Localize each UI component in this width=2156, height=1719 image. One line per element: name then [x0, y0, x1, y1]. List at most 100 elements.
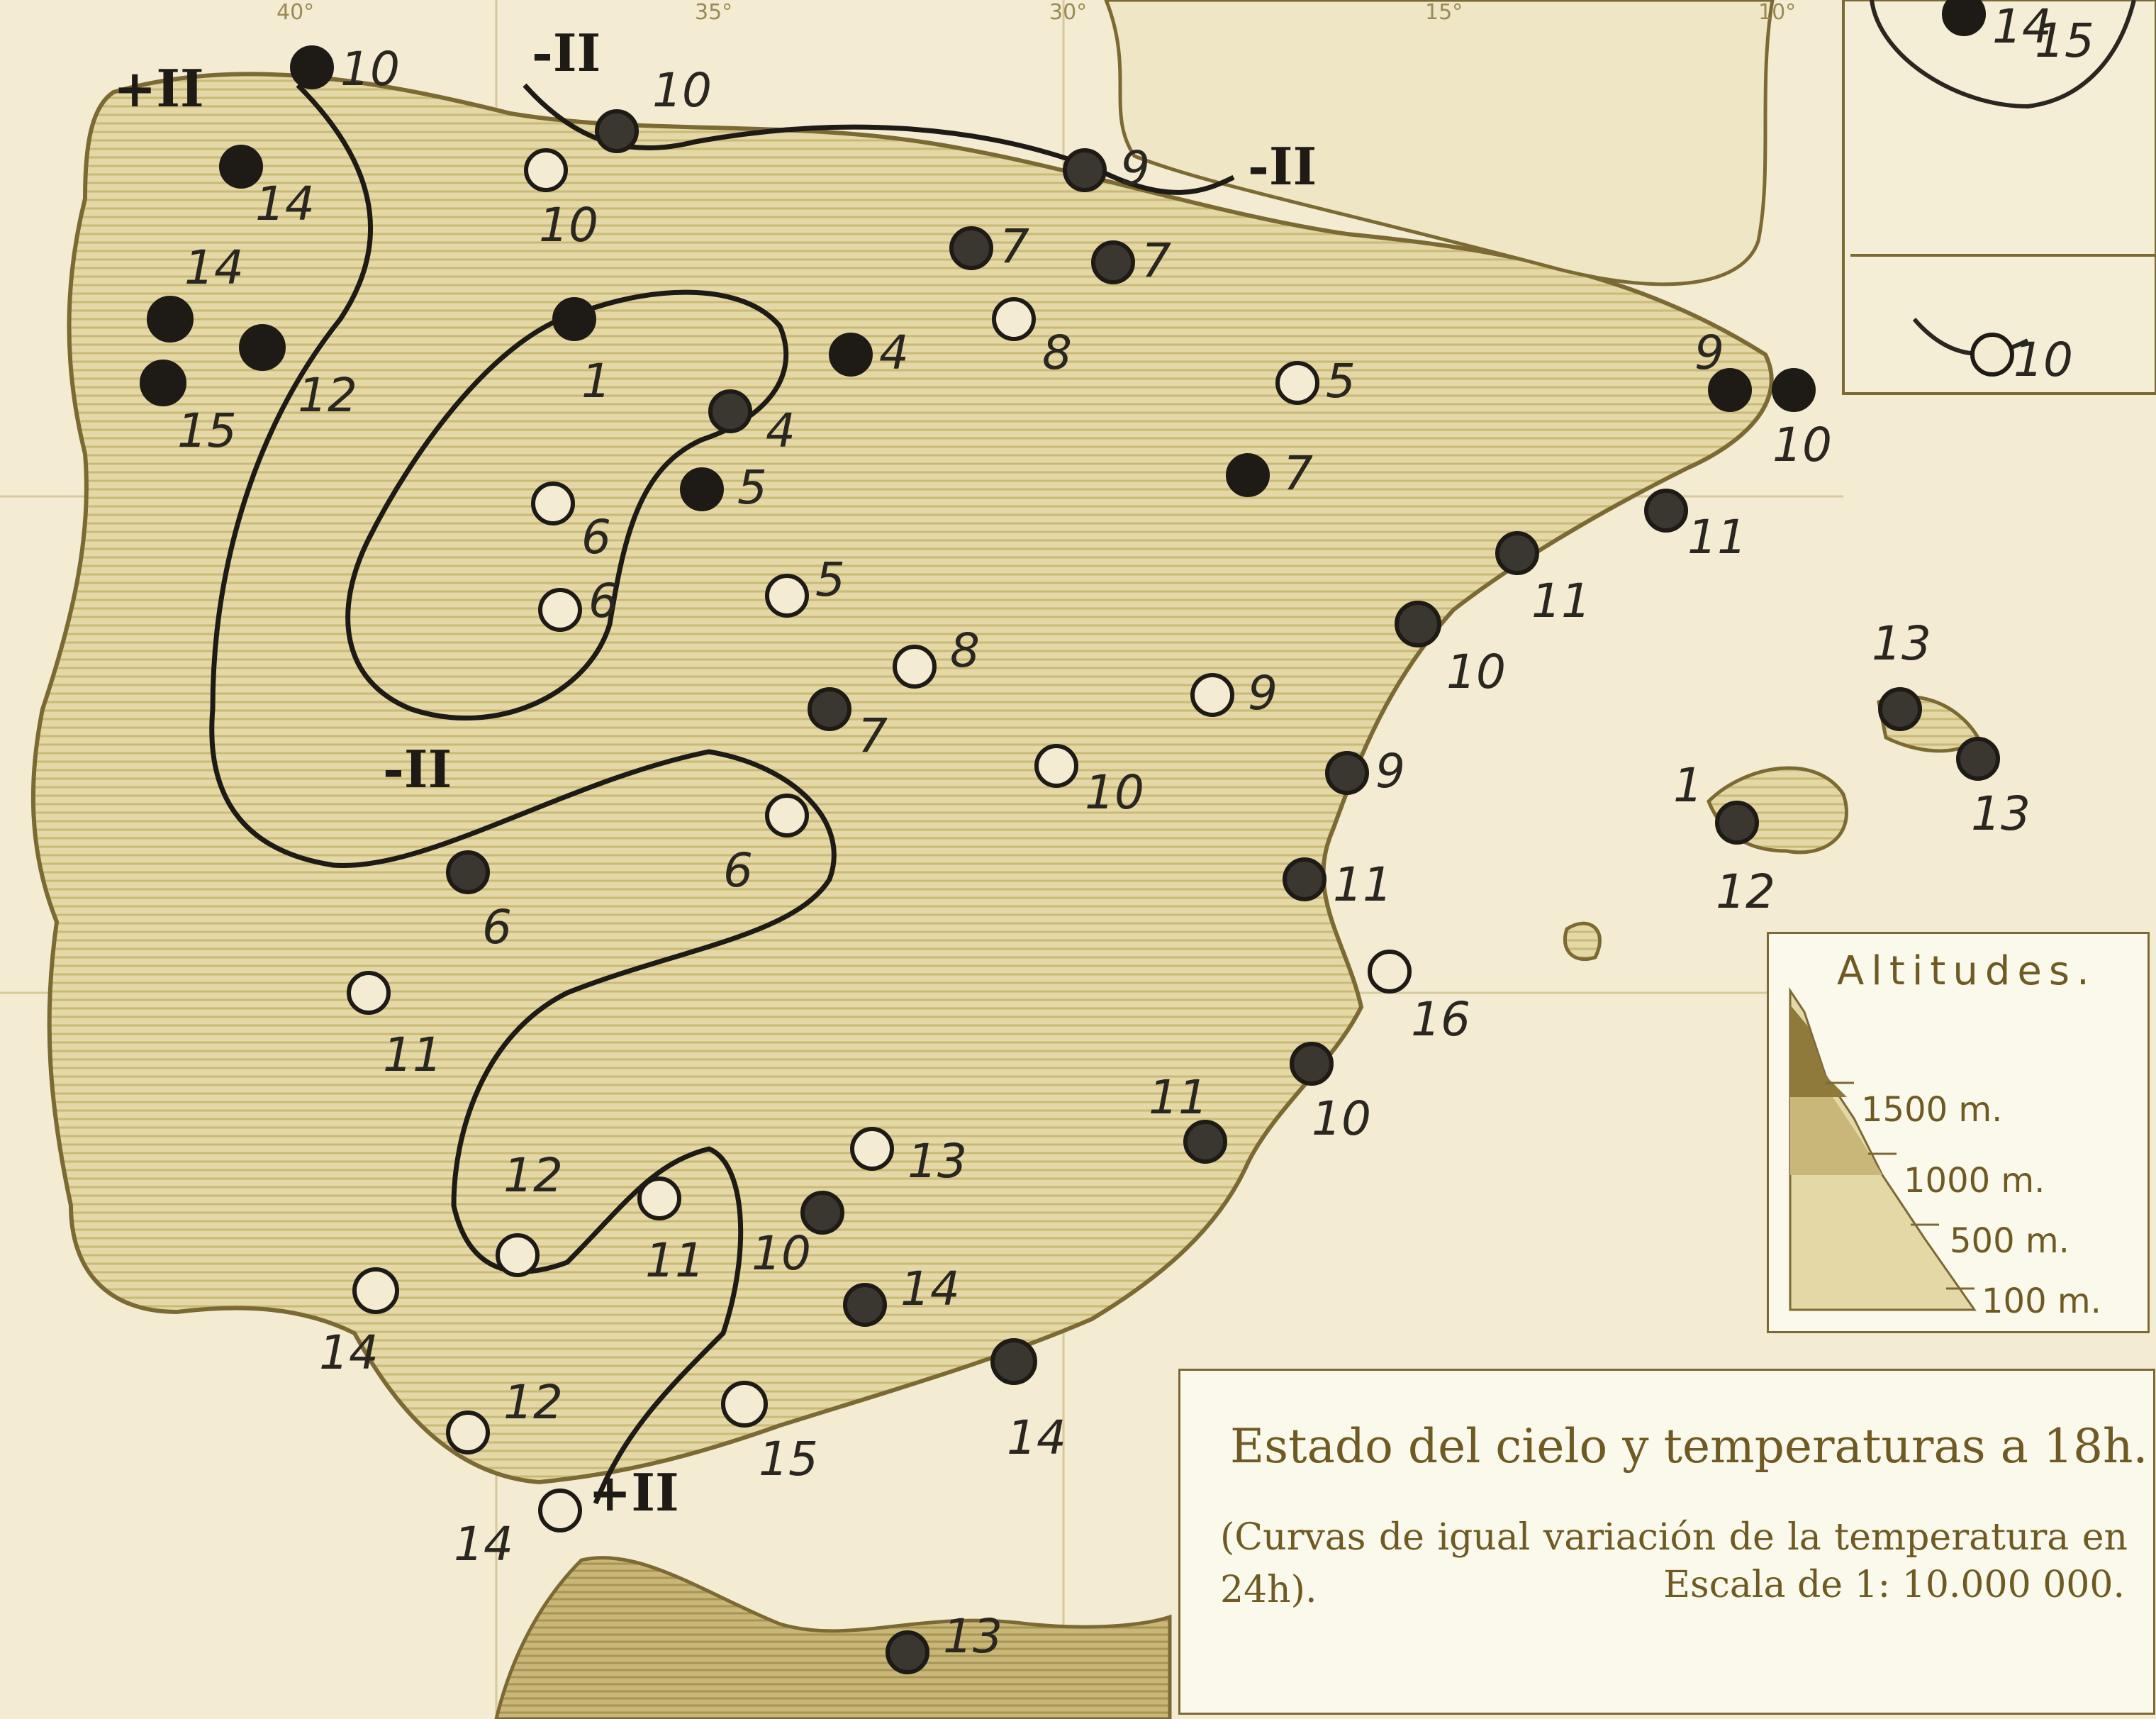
- station-temp: 8: [950, 623, 980, 678]
- station-temp: 9: [1694, 326, 1724, 380]
- station-marker: [1226, 453, 1270, 497]
- station-temp: 15: [2035, 13, 2094, 68]
- legend-level: 500 m.: [1950, 1221, 2070, 1261]
- station-temp: 7: [1283, 446, 1313, 501]
- station-marker: [1283, 857, 1326, 901]
- map-scale: Escala de 1: 10.000 000.: [1663, 1564, 2125, 1606]
- caption-box: Estado del cielo y temperaturas a 18h. (…: [1178, 1369, 2155, 1715]
- station-temp: 7: [1000, 219, 1029, 274]
- station-marker: [843, 1283, 887, 1327]
- station-marker: [1063, 148, 1107, 192]
- map-subtitle: (Curvas de igual variación de la tempera…: [1220, 1516, 2128, 1611]
- station-temp: 10: [652, 63, 712, 118]
- station-temp: 8: [1042, 326, 1072, 380]
- station-marker: [538, 588, 582, 632]
- station-temp: 1: [1673, 758, 1703, 813]
- station-marker: [800, 1191, 844, 1235]
- isoline-label: -II: [532, 23, 601, 83]
- station-temp: 5: [815, 552, 845, 607]
- isoline-label: +II: [588, 1462, 679, 1523]
- station-marker: [1190, 673, 1234, 717]
- station-temp: 10: [1312, 1091, 1371, 1146]
- station-marker: [1183, 1120, 1227, 1164]
- station-marker: [886, 1630, 929, 1674]
- station-temp: 13: [1971, 786, 2031, 841]
- balearic-islands: [1563, 694, 1981, 962]
- station-temp: 10: [340, 42, 400, 96]
- isoline-label: +II: [113, 58, 204, 118]
- altitude-legend: Altitudes. 1500 m. 1000 m. 500 m. 100 m.: [1767, 932, 2150, 1333]
- station-temp: 6: [482, 900, 512, 955]
- station-temp: 9: [1120, 141, 1150, 196]
- station-marker: [1091, 240, 1135, 284]
- station-temp: 14: [900, 1262, 960, 1316]
- station-temp: 11: [1531, 574, 1591, 628]
- station-marker: [637, 1176, 681, 1220]
- station-temp: 12: [503, 1375, 563, 1430]
- africa-coast: [494, 1556, 1172, 1719]
- station-marker: [1942, 0, 1986, 36]
- station-marker: [850, 1127, 894, 1171]
- station-marker: [680, 467, 724, 511]
- station-temp: 5: [737, 460, 767, 515]
- frame-label: 35°: [695, 0, 733, 25]
- station-marker: [1495, 531, 1539, 575]
- station-temp: 10: [1772, 418, 1832, 472]
- station-marker: [446, 1411, 490, 1454]
- inset-map: [1842, 0, 2156, 395]
- station-temp: 13: [1872, 616, 1931, 671]
- frame-label: 15°: [1425, 0, 1463, 25]
- station-temp: 14: [184, 240, 244, 295]
- legend-level: 100 m.: [1982, 1281, 2101, 1321]
- station-marker: [1715, 801, 1759, 845]
- station-marker: [721, 1381, 768, 1428]
- station-marker: [1290, 1042, 1334, 1086]
- iberia-landmass: [30, 72, 1774, 1485]
- station-temp: 5: [1326, 354, 1356, 408]
- station-marker: [496, 1233, 540, 1277]
- station-marker: [1644, 489, 1688, 533]
- station-marker: [1970, 333, 2014, 377]
- station-marker: [1395, 601, 1441, 647]
- frame-label: 10°: [1758, 0, 1797, 25]
- legend-level: 1000 m.: [1904, 1161, 2045, 1201]
- station-marker: [765, 794, 809, 838]
- station-temp: 10: [1085, 765, 1144, 820]
- station-marker: [1772, 368, 1816, 412]
- station-temp: 9: [1375, 744, 1405, 799]
- station-marker: [1034, 744, 1078, 788]
- station-temp: 11: [1687, 510, 1747, 564]
- station-marker: [1878, 687, 1922, 731]
- station-temp: 12: [1716, 864, 1775, 919]
- station-temp: 4: [879, 326, 909, 380]
- frame-label: 40°: [277, 0, 315, 25]
- isoline-label: -II: [1248, 136, 1317, 196]
- station-temp: 9: [1248, 666, 1278, 721]
- station-temp: 6: [581, 510, 611, 564]
- station-temp: 11: [645, 1233, 705, 1288]
- station-marker: [147, 296, 194, 343]
- map-title: Estado del cielo y temperaturas a 18h.: [1230, 1419, 2148, 1474]
- legend-title: Altitudes.: [1837, 948, 2096, 994]
- station-temp: 11: [1149, 1070, 1208, 1125]
- station-marker: [893, 645, 937, 689]
- station-marker: [347, 971, 391, 1015]
- station-marker: [1956, 737, 2000, 781]
- station-temp: 14: [1007, 1411, 1066, 1465]
- station-marker: [808, 687, 851, 731]
- station-marker: [829, 333, 873, 377]
- station-temp: 11: [383, 1028, 442, 1082]
- station-marker: [239, 324, 286, 371]
- station-marker: [949, 226, 993, 270]
- france-coast: [1104, 0, 1775, 286]
- station-temp: 14: [319, 1325, 379, 1380]
- station-temp: 10: [2013, 333, 2073, 387]
- station-marker: [290, 45, 334, 89]
- legend-level: 1500 m.: [1861, 1090, 2003, 1130]
- station-temp: 10: [752, 1226, 811, 1281]
- station-marker: [219, 145, 263, 189]
- station-marker: [538, 1489, 582, 1532]
- station-marker: [1368, 950, 1412, 994]
- station-marker: [992, 297, 1036, 341]
- station-temp: 10: [1446, 645, 1506, 699]
